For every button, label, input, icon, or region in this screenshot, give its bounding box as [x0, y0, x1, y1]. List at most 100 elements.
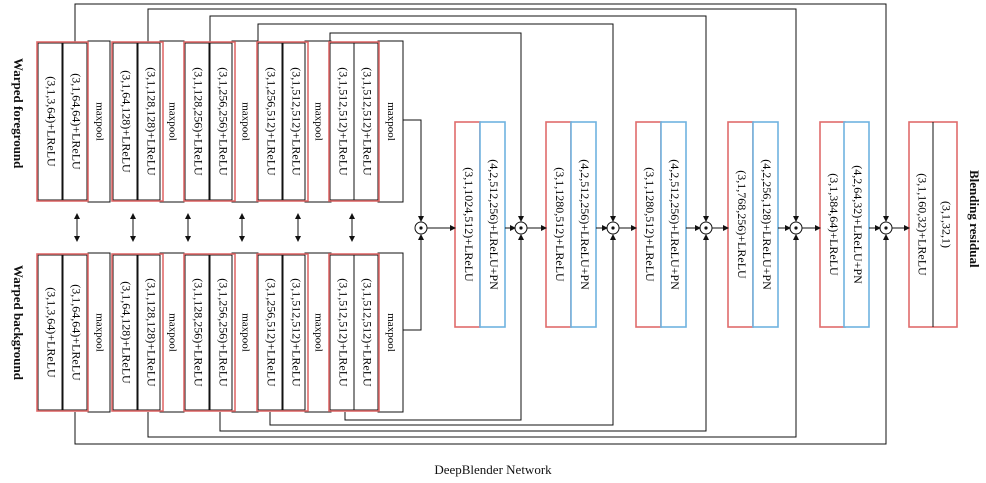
skip-bottom-4: [147, 234, 799, 438]
background-layer-box: [257, 254, 283, 411]
background-layer-box: [282, 254, 308, 411]
background-conv-group: [256, 253, 309, 412]
warped-background-label: Warped background: [11, 265, 26, 380]
foreground-layer-label: maxpool: [239, 102, 251, 141]
decoder-conv-label: (3,1,768,256)+LReLU: [735, 170, 749, 279]
background-layer-box: [304, 252, 332, 413]
blending-residual-label: Blending residual: [967, 170, 982, 268]
foreground-layer-box: [377, 40, 404, 203]
background-encoder: (3,1,3,64)+LReLU (3,1,64,64)+LReLU maxpool…: [36, 252, 404, 413]
decoder-conv-label: (3,1,384,64)+LReLU: [827, 173, 841, 276]
decoder-deconv-box: [843, 121, 870, 328]
decoder-deconv-box: [660, 121, 687, 328]
warped-foreground-label: Warped foreground: [11, 58, 26, 169]
background-layer-label: (3,1,128,256)+LReLU: [191, 278, 205, 387]
foreground-layer-label: (3,1,512,512)+LReLU: [289, 67, 303, 176]
decoder-deconv-label: (4,2,512,256)+LReLU+PN: [578, 159, 592, 290]
background-layer-label: (3,1,64,128)+LReLU: [119, 281, 133, 384]
background-conv-group: [36, 253, 89, 412]
decoder-deconv-label: (4,2,512,256)+LReLU+PN: [487, 159, 501, 290]
encoder-pair-arrows: [74, 213, 355, 242]
background-layer-box: [137, 254, 163, 411]
background-layer-box: [329, 254, 355, 411]
foreground-layer-box: [257, 42, 283, 201]
foreground-encoder: (3,1,3,64)+LReLU (3,1,64,64)+LReLU maxpool…: [36, 40, 404, 203]
foreground-layer-label: maxpool: [312, 102, 324, 141]
concat-nodes: [414, 221, 910, 235]
diagram-caption: DeepBlender Network: [434, 462, 552, 477]
foreground-conv-group: [328, 41, 380, 202]
skip-top-4: [147, 8, 799, 222]
background-layer-label: (3,1,64,64)+LReLU: [69, 284, 83, 381]
background-layer-label: maxpool: [166, 313, 178, 352]
skip-bottleneck-bottom: [403, 234, 424, 331]
foreground-layer-box: [62, 42, 88, 201]
foreground-layer-label: (3,1,128,128)+LReLU: [144, 67, 158, 176]
foreground-layer-box: [304, 40, 332, 203]
background-conv-group: [111, 253, 164, 412]
background-layer-label: maxpool: [385, 313, 397, 352]
background-layer-box: [62, 254, 88, 411]
background-layer-box: [209, 254, 235, 411]
background-layer-box: [377, 252, 404, 413]
background-layer-label: (3,1,512,512)+LReLU: [289, 278, 303, 387]
concat-node-dot: [884, 226, 888, 230]
foreground-layer-label: maxpool: [166, 102, 178, 141]
background-layer-box: [112, 254, 138, 411]
foreground-conv-group: [256, 41, 309, 202]
decoder-deconv-label: (4,2,256,128)+LReLU+PN: [760, 159, 774, 290]
foreground-layer-label: (3,1,512,512)+LReLU: [360, 67, 374, 176]
concat-node-dot: [519, 226, 523, 230]
foreground-layer-label: (3,1,3,64)+LReLU: [44, 76, 58, 167]
decoder-conv-box: [819, 121, 846, 328]
foreground-layer-box: [159, 40, 185, 203]
decoder-conv-label: (3,1,1280,512)+LReLU: [553, 167, 567, 282]
foreground-layer-box: [209, 42, 235, 201]
background-layer-label: (3,1,3,64)+LReLU: [44, 287, 58, 378]
foreground-layer-label: maxpool: [93, 102, 105, 141]
skip-bottom-1: [344, 234, 524, 421]
foreground-layer-label: (3,1,256,512)+LReLU: [264, 67, 278, 176]
foreground-layer-label: (3,1,256,256)+LReLU: [216, 67, 230, 176]
foreground-layer-box: [329, 42, 355, 201]
decoder-deconv-box: [752, 121, 779, 328]
skip-top-5: [74, 3, 889, 222]
background-conv-group: [183, 253, 236, 412]
concat-node-dot: [611, 226, 615, 230]
foreground-conv-group: [111, 41, 164, 202]
decoder-conv-box: [727, 121, 754, 328]
background-layer-box: [159, 252, 185, 413]
background-layer-label: maxpool: [93, 313, 105, 352]
foreground-layer-label: (3,1,128,256)+LReLU: [191, 67, 205, 176]
background-conv-group: [328, 253, 380, 412]
concat-node-dot: [704, 226, 708, 230]
skip-top-1: [329, 32, 524, 222]
decoder-conv-box: [635, 121, 662, 328]
concat-node-dot: [794, 226, 798, 230]
foreground-layer-box: [37, 42, 63, 201]
output-conv-label: (3,1,160,32)+LReLU: [915, 173, 929, 276]
foreground-layer-box: [112, 42, 138, 201]
foreground-layer-label: (3,1,64,64)+LReLU: [69, 73, 83, 170]
foreground-layer-label: (3,1,512,512)+LReLU: [336, 67, 350, 176]
background-layer-label: (3,1,256,512)+LReLU: [264, 278, 278, 387]
background-layer-box: [184, 254, 210, 411]
decoder-deconv-box: [479, 121, 506, 328]
background-layer-label: maxpool: [312, 313, 324, 352]
skip-top-3: [209, 15, 709, 222]
decoder: (3,1,1024,512)+LReLU (4,2,512,256)+LReLU+…: [454, 121, 958, 328]
decoder-deconv-label: (4,2,512,256)+LReLU+PN: [668, 159, 682, 290]
foreground-layer-label: maxpool: [385, 102, 397, 141]
foreground-layer-box: [137, 42, 163, 201]
background-layer-label: (3,1,512,512)+LReLU: [360, 278, 374, 387]
foreground-layer-box: [231, 40, 259, 203]
foreground-layer-box: [184, 42, 210, 201]
decoder-deconv-box: [570, 121, 597, 328]
skip-bottom-5: [74, 234, 889, 445]
decoder-conv-label: (3,1,1024,512)+LReLU: [462, 167, 476, 282]
skip-top-2: [257, 23, 616, 222]
skip-connections: [74, 3, 889, 445]
foreground-layer-box: [353, 42, 379, 201]
background-layer-label: (3,1,512,512)+LReLU: [336, 278, 350, 387]
